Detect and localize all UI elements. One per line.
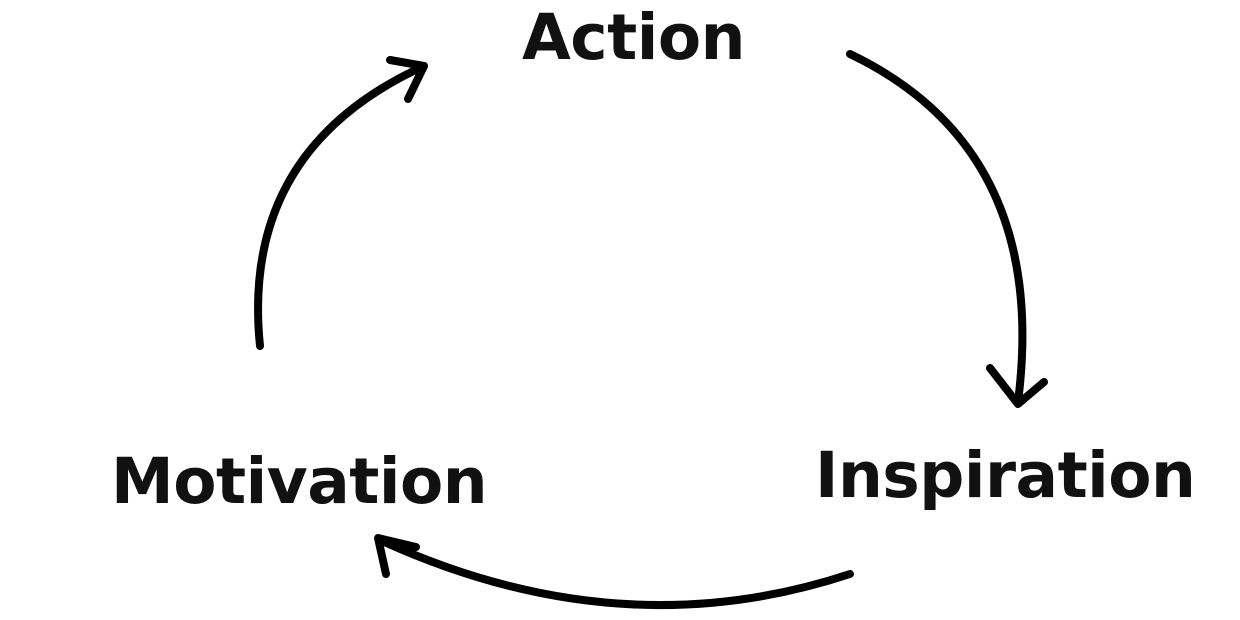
arrow-inspiration-to-motivation-head bbox=[374, 534, 420, 578]
arrow-inspiration-to-motivation bbox=[374, 534, 854, 609]
arrow-motivation-to-action bbox=[254, 56, 428, 350]
node-label-motivation: Motivation bbox=[111, 445, 488, 518]
arrow-action-to-inspiration-head bbox=[986, 364, 1048, 408]
node-label-action: Action bbox=[522, 1, 745, 74]
node-label-inspiration: Inspiration bbox=[815, 439, 1196, 512]
arrow-action-to-inspiration-shaft bbox=[846, 50, 1027, 406]
arrow-inspiration-to-motivation-shaft bbox=[376, 536, 854, 609]
arrow-action-to-inspiration bbox=[846, 50, 1048, 408]
arrow-motivation-to-action-head bbox=[386, 56, 428, 103]
arrow-motivation-to-action-shaft bbox=[254, 62, 428, 350]
